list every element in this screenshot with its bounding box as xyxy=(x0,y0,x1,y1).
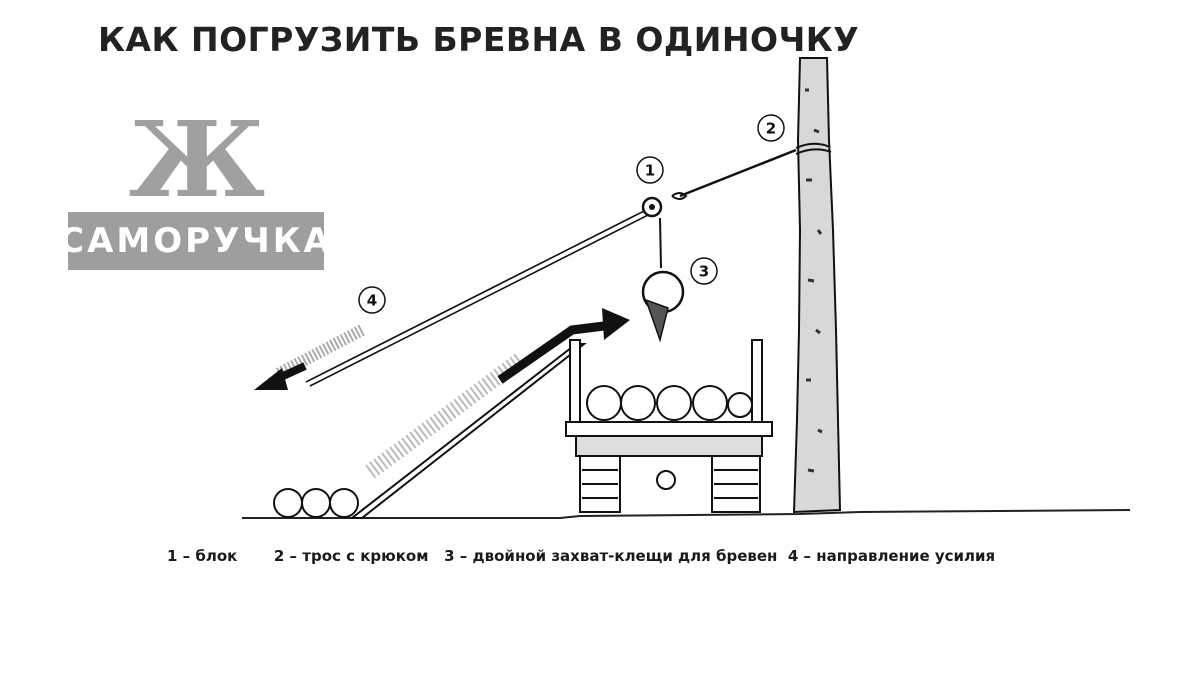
loading-arrow xyxy=(497,308,630,384)
timber-truck xyxy=(565,339,773,513)
log-tongs xyxy=(641,217,685,343)
force-arrow xyxy=(254,324,365,390)
legend-caption: 1 – блок 2 – трос с крюком 3 – двойной з… xyxy=(167,547,996,565)
svg-text:3: 3 xyxy=(699,263,709,281)
samoruchka-logo: Ж САМОРУЧКА xyxy=(66,104,328,270)
diagram-title: КАК ПОГРУЗИТЬ БРЕВНА В ОДИНОЧКУ xyxy=(98,20,860,59)
logo-text: САМОРУЧКА xyxy=(66,221,328,261)
marker-4: 4 xyxy=(358,286,386,314)
svg-text:4: 4 xyxy=(367,292,377,310)
svg-text:1: 1 xyxy=(645,162,655,180)
ground-logs xyxy=(273,488,359,518)
logo-letter: Ж xyxy=(129,104,265,221)
marker-3: 3 xyxy=(690,257,718,285)
skid-ramp xyxy=(349,343,587,519)
tree-trunk xyxy=(792,57,842,514)
svg-text:2: 2 xyxy=(766,120,776,138)
block-pulley xyxy=(641,192,688,218)
rope-hook xyxy=(679,148,797,198)
marker-2: 2 xyxy=(757,114,785,142)
marker-1: 1 xyxy=(636,156,664,184)
ground-line xyxy=(242,509,1131,519)
pulling-rope xyxy=(305,207,655,387)
